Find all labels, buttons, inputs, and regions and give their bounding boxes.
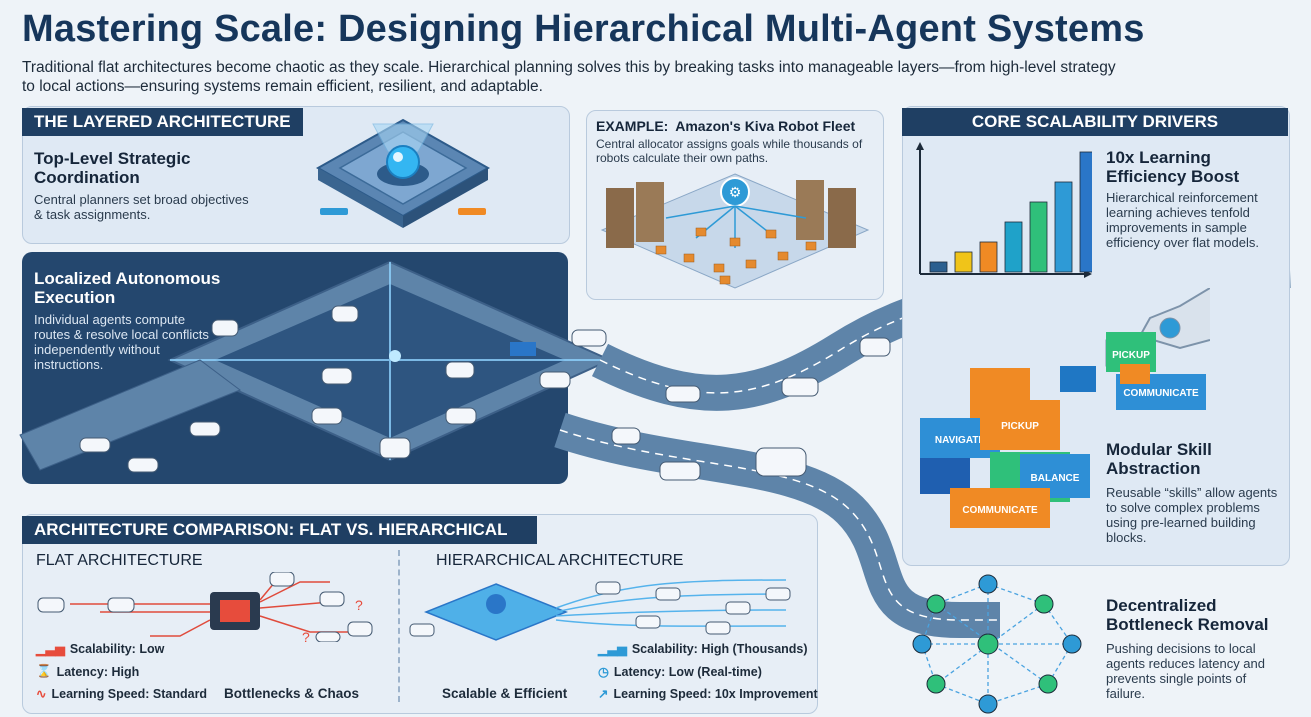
- learning-bar: [929, 261, 948, 273]
- hier-stat-scalability: ▁▃▅ Scalability: High (Thousands): [598, 641, 808, 657]
- skill-chip-navigate: NAVIGATE: [935, 435, 986, 446]
- hierarchical-architecture-illustration: [409, 579, 791, 641]
- hier-stat-latency: ◷ Latency: Low (Real-time): [598, 664, 762, 680]
- example-prefix: EXAMPLE:: [596, 118, 669, 134]
- signal-bars-icon: ▁▃▅: [36, 642, 65, 656]
- flat-title: FLAT ARCHITECTURE: [36, 552, 203, 569]
- hier-stat-learning: ↗ Learning Speed: 10x Improvement: [598, 686, 818, 702]
- decentral-title: Decentralized Bottleneck Removal: [1106, 596, 1269, 634]
- learning-bar: [1079, 151, 1092, 273]
- comparison-banner: ARCHITECTURE COMPARISON: FLAT VS. HIERAR…: [22, 516, 538, 544]
- flat-stat-scalability: ▁▃▅ Scalability: Low: [36, 641, 165, 657]
- hourglass-icon: ⌛: [36, 664, 52, 678]
- skill-chip-pickup: PICKUP: [1001, 421, 1039, 432]
- flat-architecture-illustration: ? ?: [37, 572, 373, 642]
- hier-caption: Scalable & Efficient: [442, 686, 568, 701]
- learning-bar: [954, 251, 973, 273]
- page-subtitle: Traditional flat architectures become ch…: [22, 59, 1116, 95]
- trend-up-icon: ↗: [598, 687, 609, 701]
- skill-chip-communicate-small: COMMUNICATE: [1123, 388, 1199, 399]
- learning-bar: [979, 241, 998, 273]
- learning-bar: [1029, 201, 1048, 273]
- example-title: Amazon's Kiva Robot Fleet: [675, 118, 856, 134]
- top-level-text: Central planners set broad objectives & …: [34, 192, 249, 222]
- learning-bar: [1054, 181, 1073, 273]
- learning-bar: [1004, 221, 1023, 273]
- skill-chip-balance: BALANCE: [1031, 473, 1080, 484]
- signal-bars-icon: ▁▃▅: [598, 642, 627, 656]
- layered-banner: THE LAYERED ARCHITECTURE: [22, 108, 303, 136]
- modular-title: Modular Skill Abstraction: [1106, 440, 1212, 478]
- local-execution-text: Individual agents compute routes & resol…: [34, 312, 209, 372]
- flat-stat-learning: ∿ Learning Speed: Standard: [36, 686, 208, 702]
- svg-text:?: ?: [355, 597, 363, 613]
- flat-stat-latency: ⌛ Latency: High: [36, 664, 140, 679]
- page-title: Mastering Scale: Designing Hierarchical …: [22, 8, 1145, 50]
- warehouse-illustration: ⚙: [600, 173, 870, 289]
- skill-blocks-illustration: PICKUP COMMUNICATE NAVIGATE PICKUP BALAN…: [920, 288, 1210, 528]
- modular-text: Reusable “skills” allow agents to solve …: [1106, 485, 1278, 545]
- example-heading: EXAMPLE: Amazon's Kiva Robot Fleet: [596, 118, 855, 134]
- decentralized-network: [912, 574, 1082, 714]
- hier-title: HIERARCHICAL ARCHITECTURE: [436, 552, 684, 569]
- learning-title: 10x Learning Efficiency Boost: [1106, 148, 1240, 186]
- waveform-icon: ∿: [36, 687, 47, 701]
- comparison-panel: [22, 514, 818, 714]
- learning-text: Hierarchical reinforcement learning achi…: [1106, 190, 1259, 250]
- example-text: Central allocator assigns goals while th…: [596, 137, 863, 165]
- svg-text:?: ?: [302, 629, 310, 642]
- top-level-title: Top-Level Strategic Coordination: [34, 149, 191, 187]
- learning-efficiency-chart: [916, 142, 1092, 278]
- skill-chip-communicate: COMMUNICATE: [962, 505, 1038, 516]
- local-execution-title: Localized Autonomous Execution: [34, 269, 221, 307]
- comparison-divider: [398, 550, 400, 702]
- skill-chip-pickup-small: PICKUP: [1112, 350, 1150, 361]
- decentral-text: Pushing decisions to local agents reduce…: [1106, 641, 1265, 701]
- flat-caption: Bottlenecks & Chaos: [224, 686, 360, 701]
- clock-icon: ◷: [598, 665, 609, 679]
- central-planner-illustration: [315, 118, 491, 228]
- drivers-banner: CORE SCALABILITY DRIVERS: [902, 108, 1288, 136]
- svg-text:⚙: ⚙: [729, 185, 742, 201]
